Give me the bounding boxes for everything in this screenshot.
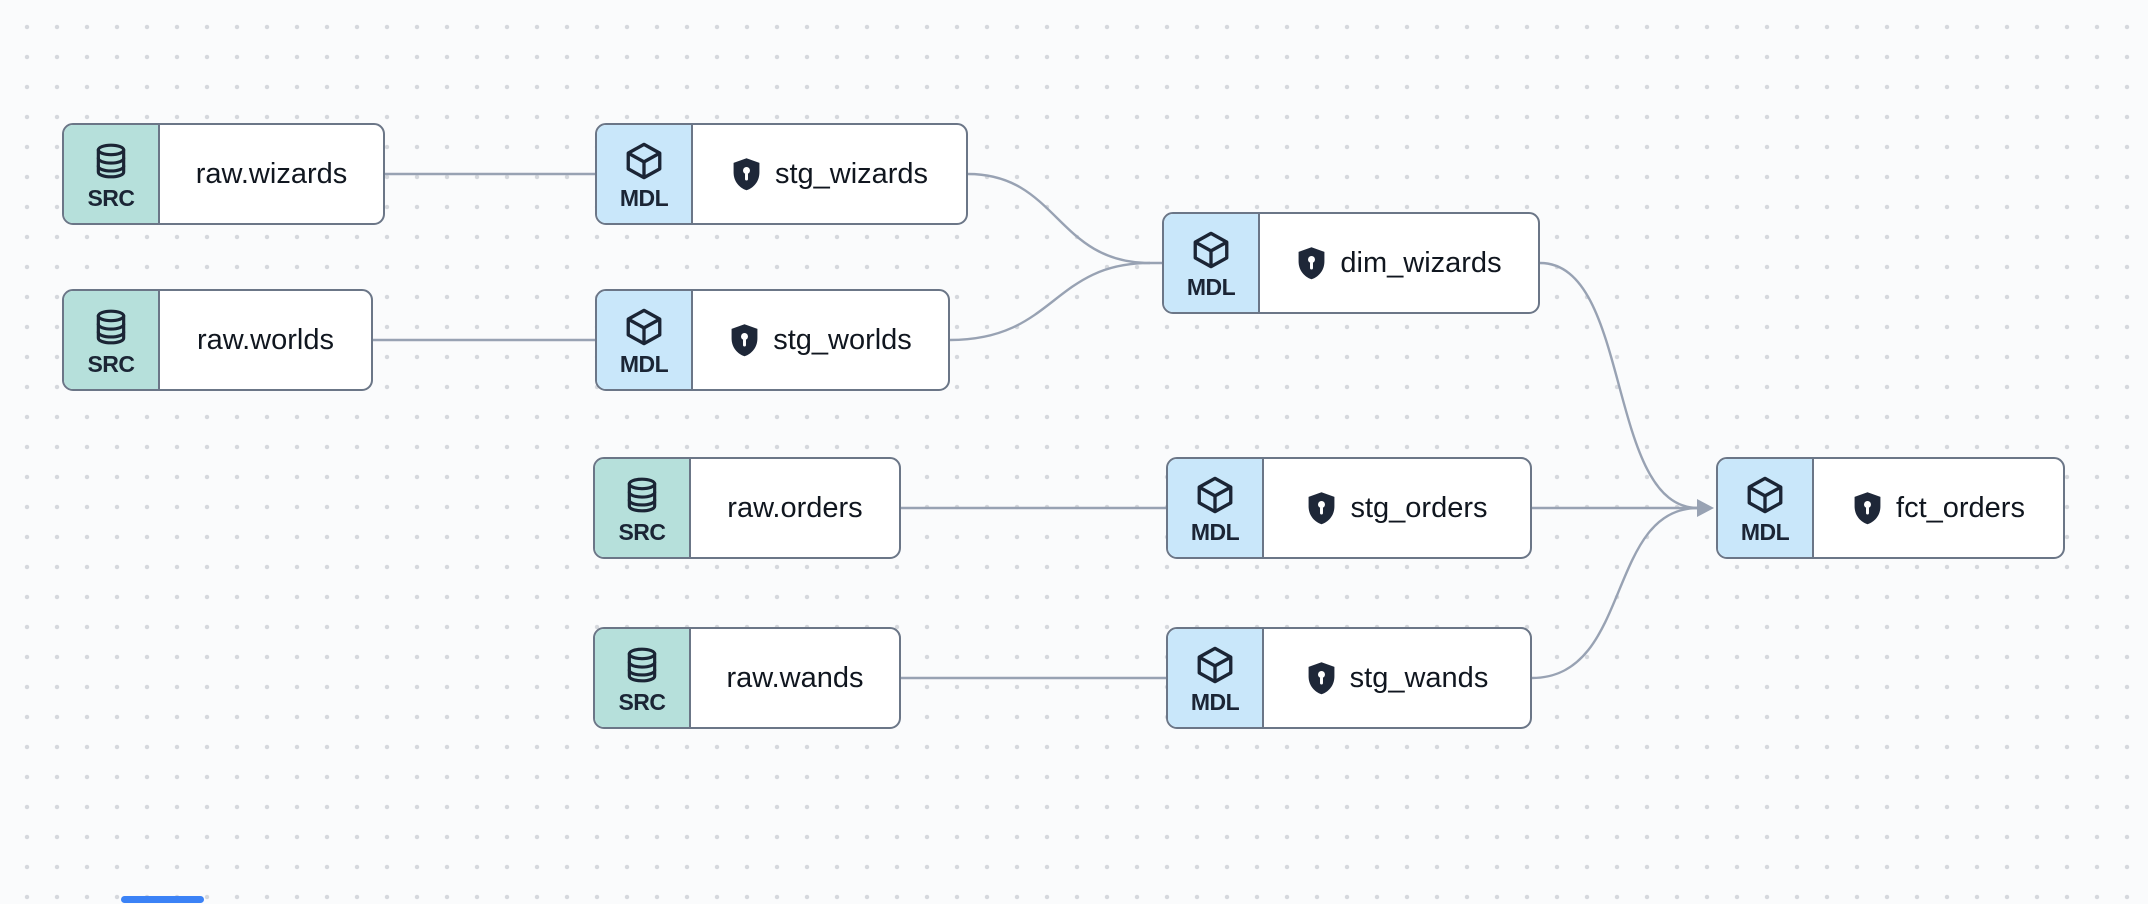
model-badge: MDL: [597, 291, 693, 389]
node-body: fct_orders: [1814, 459, 2063, 557]
badge-label: SRC: [618, 689, 666, 715]
shield-lock-icon: [733, 158, 760, 191]
badge-label: SRC: [87, 351, 135, 377]
badge-label: MDL: [619, 351, 669, 377]
node-label: raw.orders: [727, 491, 863, 524]
model-badge: MDL: [1718, 459, 1814, 557]
node-label: stg_worlds: [773, 323, 912, 356]
node-fct-orders[interactable]: MDL fct_orders: [1716, 457, 2065, 559]
node-label: fct_orders: [1896, 491, 2025, 524]
node-body: stg_wizards: [693, 125, 966, 223]
node-body: stg_wands: [1264, 629, 1530, 727]
badge-label: MDL: [619, 185, 669, 211]
badge-label: MDL: [1740, 519, 1790, 545]
node-label: dim_wizards: [1340, 246, 1502, 279]
node-label: stg_wizards: [774, 157, 929, 190]
badge-label: MDL: [1190, 689, 1240, 715]
edge-dim-wizards-fct-orders: [1539, 261, 1699, 510]
node-body: raw.orders: [691, 459, 899, 557]
model-badge: MDL: [597, 125, 693, 223]
model-badge: MDL: [1168, 459, 1264, 557]
model-badge: MDL: [1168, 629, 1264, 727]
node-label: raw.wands: [726, 661, 864, 694]
source-badge: SRC: [64, 125, 160, 223]
database-icon: [96, 309, 126, 345]
node-label: stg_wands: [1349, 661, 1489, 694]
cube-icon: [626, 142, 662, 180]
node-label: stg_orders: [1350, 491, 1488, 524]
node-raw-wands[interactable]: SRC raw.wands: [593, 627, 901, 729]
node-body: stg_worlds: [693, 291, 948, 389]
shield-lock-icon: [1309, 492, 1335, 525]
cube-icon: [1197, 476, 1233, 514]
badge-label: SRC: [87, 185, 135, 211]
node-body: raw.wands: [691, 629, 899, 727]
shield-lock-icon: [731, 324, 758, 357]
edge-stg-wizards-dim-wizards: [967, 172, 1162, 265]
node-stg-worlds[interactable]: MDL stg_worlds: [595, 289, 950, 391]
source-badge: SRC: [595, 629, 691, 727]
badge-label: MDL: [1190, 519, 1240, 545]
source-badge: SRC: [64, 291, 160, 389]
node-stg-orders[interactable]: MDL stg_orders: [1166, 457, 1532, 559]
model-badge: MDL: [1164, 214, 1260, 312]
edge-stg-worlds-dim-wizards: [949, 261, 1151, 342]
cube-icon: [626, 308, 662, 346]
database-icon: [627, 647, 657, 683]
shield-lock-icon: [1308, 662, 1335, 695]
badge-label: SRC: [618, 519, 666, 545]
cube-icon: [1193, 231, 1229, 269]
node-raw-orders[interactable]: SRC raw.orders: [593, 457, 901, 559]
database-icon: [627, 477, 657, 513]
shield-lock-icon: [1298, 247, 1325, 280]
node-label: raw.worlds: [197, 323, 334, 356]
node-dim-wizards[interactable]: MDL dim_wizards: [1162, 212, 1540, 314]
node-body: dim_wizards: [1260, 214, 1538, 312]
cube-icon: [1747, 476, 1783, 514]
arrowhead-fct-orders: [1697, 499, 1714, 517]
badge-label: MDL: [1186, 274, 1236, 300]
cube-icon: [1197, 646, 1233, 684]
node-raw-worlds[interactable]: SRC raw.worlds: [62, 289, 373, 391]
edge-stg-wands-fct-orders: [1531, 506, 1699, 680]
node-stg-wands[interactable]: MDL stg_wands: [1166, 627, 1532, 729]
source-badge: SRC: [595, 459, 691, 557]
horizontal-scrollbar-thumb[interactable]: [121, 896, 204, 903]
shield-lock-icon: [1854, 492, 1881, 525]
node-body: raw.worlds: [160, 291, 371, 389]
node-body: raw.wizards: [160, 125, 383, 223]
database-icon: [96, 143, 126, 179]
node-raw-wizards[interactable]: SRC raw.wizards: [62, 123, 385, 225]
node-body: stg_orders: [1264, 459, 1530, 557]
node-stg-wizards[interactable]: MDL stg_wizards: [595, 123, 968, 225]
node-label: raw.wizards: [195, 157, 348, 190]
